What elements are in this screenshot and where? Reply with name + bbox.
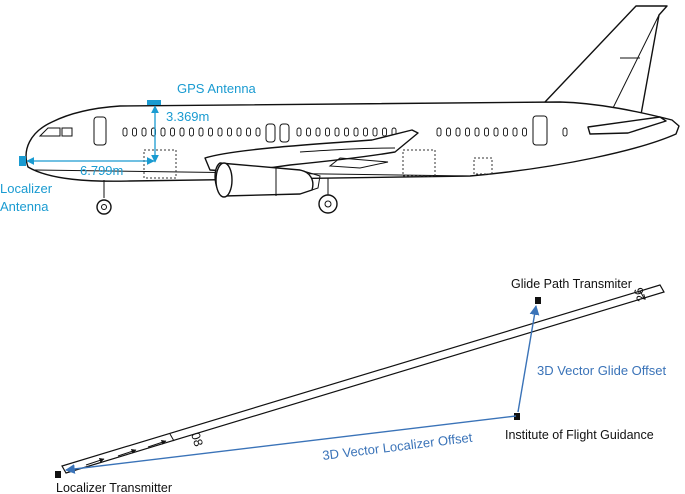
- cabin-window: [436, 127, 442, 137]
- vertical-offset-value: 3.369m: [166, 109, 209, 124]
- gps-antenna-marker: [147, 100, 161, 105]
- cabin-window: [493, 127, 499, 137]
- cabin-window: [306, 127, 311, 137]
- cabin-window: [363, 127, 368, 137]
- cabin-window: [562, 127, 568, 137]
- localizer-antenna-label-2: Antenna: [0, 199, 49, 214]
- cabin-window: [179, 127, 185, 137]
- cabin-window: [484, 127, 489, 137]
- cabin-window: [446, 127, 451, 137]
- horizontal-stabilizer: [587, 116, 667, 135]
- cabin-window: [315, 127, 321, 137]
- main-gear: [318, 178, 338, 214]
- runway-strip: [61, 284, 665, 474]
- horizontal-offset-value: 6.799m: [80, 163, 123, 178]
- localizer-antenna-marker: [19, 156, 26, 166]
- localizer-offset-vector: [65, 415, 517, 474]
- cabin-window: [325, 127, 330, 137]
- cabin-window: [382, 127, 387, 137]
- cabin-window: [255, 127, 261, 137]
- glide-path-transmitter-marker: [535, 297, 541, 304]
- cabin-window: [236, 127, 242, 137]
- ifg-label: Institute of Flight Guidance: [505, 428, 654, 442]
- cockpit-window: [38, 127, 61, 137]
- aircraft: GPS Antenna 3.369m 6.799m Localizer Ante…: [0, 5, 680, 215]
- ifg-reference-marker: [514, 413, 520, 420]
- cabin-window: [372, 127, 378, 137]
- localizer-antenna-label-1: Localizer: [0, 181, 53, 196]
- glide-offset-vector: [517, 305, 540, 413]
- runway-number-08: 08: [188, 431, 205, 448]
- cabin-window: [198, 127, 204, 137]
- cabin-window: [208, 127, 213, 137]
- localizer-transmitter-marker: [55, 471, 61, 478]
- cabin-window: [512, 127, 518, 137]
- gps-antenna-label: GPS Antenna: [177, 81, 257, 96]
- cargo-door-rear: [402, 149, 436, 177]
- runway-scene: 08 26 Glide Path Transmiter Institute of…: [55, 277, 666, 494]
- cabin-window: [474, 127, 480, 137]
- cabin-window: [334, 127, 340, 137]
- cabin-window: [465, 127, 470, 137]
- cabin-window: [141, 127, 147, 137]
- cabin-window: [503, 127, 508, 137]
- cabin-windows: [122, 127, 568, 137]
- cabin-window: [122, 127, 128, 137]
- cabin-window: [170, 127, 175, 137]
- cabin-window: [227, 127, 232, 137]
- cabin-window: [132, 127, 137, 137]
- rear-door: [532, 115, 548, 146]
- cabin-window: [246, 127, 251, 137]
- cabin-window: [160, 127, 166, 137]
- runway-number-26: 26: [631, 286, 648, 303]
- front-door: [93, 116, 107, 146]
- localizer-vector-label: 3D Vector Localizer Offset: [322, 430, 474, 463]
- localizer-transmitter-label: Localizer Transmitter: [56, 481, 172, 494]
- glide-vector-label: 3D Vector Glide Offset: [537, 363, 666, 378]
- cabin-window: [353, 127, 359, 137]
- cabin-window: [189, 127, 194, 137]
- cabin-window: [296, 127, 302, 137]
- nose-gear: [96, 180, 112, 215]
- cabin-window: [344, 127, 349, 137]
- glide-path-transmitter-label: Glide Path Transmiter: [511, 277, 632, 291]
- cabin-window: [217, 127, 223, 137]
- cabin-window: [455, 127, 461, 137]
- cabin-window: [522, 127, 527, 137]
